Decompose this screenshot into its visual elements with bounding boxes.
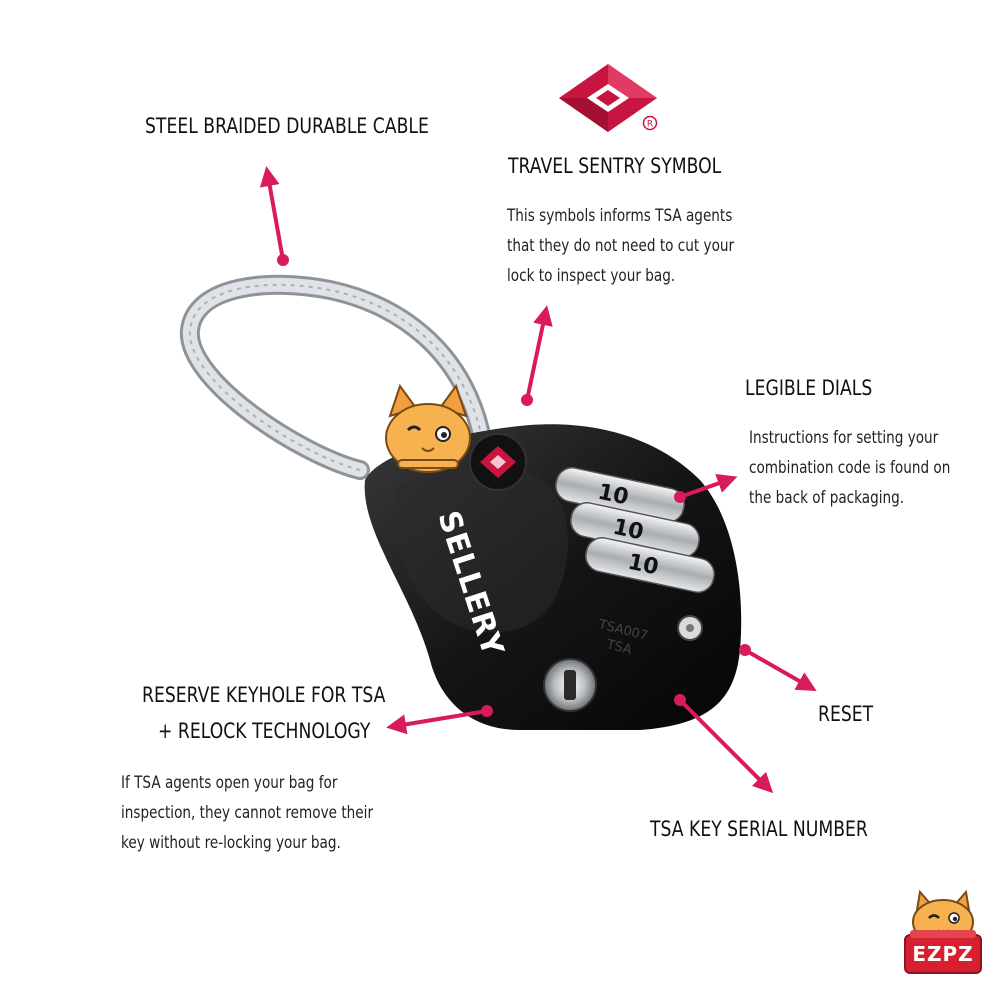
travel-sentry-title: TRAVEL SENTRY SYMBOL [508,154,722,178]
body-tsa-engraving: TSA [604,637,633,658]
badge-box: EZPZ [904,930,982,974]
dials-title: LEGIBLE DIALS [745,376,873,400]
dial-3-digits: 10 [626,550,661,581]
dials-desc-line: Instructions for setting your [749,428,939,448]
travel-sentry-description: This symbols informs TSA agents that the… [507,201,734,291]
keyhole-description: If TSA agents open your bag for inspecti… [121,768,373,858]
serial-title: TSA KEY SERIAL NUMBER [650,817,868,841]
cat-mascot-icon [385,383,471,473]
svg-text:R: R [647,120,653,130]
travel-sentry-desc-line: that they do not need to cut your [507,236,735,256]
keyhole-desc-line: key without re-locking your bag. [121,833,341,853]
combination-dials: 10 10 10 [555,467,715,593]
keyhole-title-line1: RESERVE KEYHOLE FOR TSA [142,683,386,707]
keyhole-desc-line: If TSA agents open your bag for [121,773,338,793]
arrow-dials [674,473,738,503]
arrow-keyhole [386,705,493,735]
lock-travel-sentry-emblem [469,433,527,491]
dials-desc-line: combination code is found on [749,458,951,478]
travel-sentry-desc-line: lock to inspect your bag. [507,266,676,286]
dials-description: Instructions for setting your combinatio… [749,423,950,513]
tsa-keyhole [543,658,597,712]
cable-title: STEEL BRAIDED DURABLE CABLE [145,114,429,138]
reset-button [677,615,703,641]
arrow-serial [674,694,774,794]
reset-title: RESET [818,702,874,726]
ezpz-badge: EZPZ [898,888,988,980]
travel-sentry-diamond-icon [559,64,657,132]
registered-mark-icon: R [642,115,658,131]
arrow-travel-sentry [521,305,553,406]
badge-text: EZPZ [912,942,974,966]
steel-cable [179,274,490,480]
arrow-reset [739,644,817,691]
dials-desc-line: the back of packaging. [749,488,905,508]
arrow-cable [259,166,289,266]
keyhole-title-line2: + RELOCK TECHNOLOGY [158,719,371,743]
keyhole-desc-line: inspection, they cannot remove their [121,803,374,823]
travel-sentry-desc-line: This symbols informs TSA agents [507,206,733,226]
